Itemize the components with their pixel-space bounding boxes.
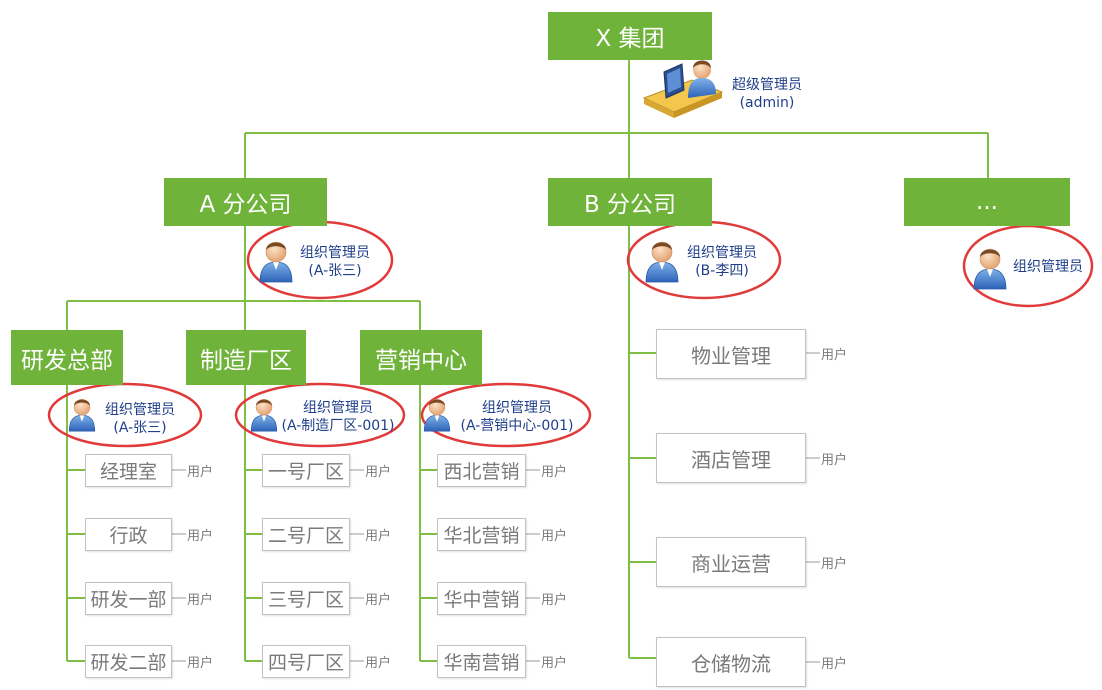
division-admin-marketing: 组织管理员 (A-营销中心-001)	[452, 399, 582, 435]
division-label: 研发总部	[21, 347, 113, 374]
super-admin-id: (admin)	[739, 95, 795, 111]
company-label: B 分公司	[583, 192, 677, 218]
admin-person-icon	[645, 241, 679, 283]
highlight-oval	[234, 382, 406, 448]
unit-label: 二号厂区	[267, 525, 344, 547]
unit-node[interactable]: 酒店管理	[656, 433, 806, 483]
unit-node[interactable]: 华南营销	[437, 645, 526, 678]
division-label: 制造厂区	[200, 347, 292, 374]
company-node-more[interactable]: ...	[904, 178, 1070, 226]
unit-node[interactable]: 物业管理	[656, 329, 806, 379]
admin-id: (A-张三)	[113, 420, 167, 436]
admin-title: 组织管理员	[1013, 259, 1083, 275]
company-node-a[interactable]: A 分公司	[164, 178, 327, 226]
root-node[interactable]: X 集团	[548, 12, 712, 60]
division-node-manufacturing[interactable]: 制造厂区	[186, 330, 306, 385]
company-admin-b: 组织管理员 (B-李四)	[682, 244, 762, 280]
user-label: 用户	[541, 465, 568, 480]
unit-label: 行政	[109, 525, 148, 547]
unit-node[interactable]: 华中营销	[437, 582, 526, 615]
user-label: 用户	[821, 348, 848, 363]
unit-label: 华南营销	[443, 652, 520, 674]
unit-label: 一号厂区	[267, 461, 344, 483]
unit-label: 经理室	[99, 461, 157, 483]
admin-title: 组织管理员	[105, 402, 175, 418]
highlight-oval	[47, 382, 203, 448]
user-label: 用户	[187, 656, 214, 671]
unit-node[interactable]: 西北营销	[437, 454, 526, 487]
company-label: A 分公司	[199, 192, 292, 218]
division-label: 营销中心	[375, 347, 467, 374]
admin-person-icon	[68, 398, 96, 432]
admin-person-icon	[973, 248, 1007, 290]
admin-title: 组织管理员	[300, 245, 370, 261]
desk-admin-icon	[642, 60, 724, 118]
unit-node[interactable]: 三号厂区	[262, 582, 350, 615]
company-admin-more: 组织管理员	[1008, 258, 1088, 276]
company-node-b[interactable]: B 分公司	[548, 178, 712, 226]
unit-node[interactable]: 四号厂区	[262, 645, 350, 678]
division-admin-rd: 组织管理员 (A-张三)	[100, 401, 180, 437]
unit-label: 仓储物流	[691, 651, 771, 676]
admin-person-icon	[259, 241, 293, 283]
admin-id: (A-制造厂区-001)	[281, 418, 395, 434]
unit-node[interactable]: 经理室	[85, 454, 172, 487]
unit-node[interactable]: 二号厂区	[262, 518, 350, 551]
unit-label: 三号厂区	[267, 589, 344, 611]
unit-label: 西北营销	[443, 461, 520, 483]
root-label: X 集团	[595, 26, 665, 52]
user-label: 用户	[187, 465, 214, 480]
unit-label: 酒店管理	[691, 447, 771, 472]
user-label: 用户	[187, 529, 214, 544]
unit-node[interactable]: 华北营销	[437, 518, 526, 551]
admin-title: 组织管理员	[303, 400, 373, 416]
highlight-oval	[420, 382, 592, 448]
highlight-oval	[962, 224, 1094, 308]
unit-node[interactable]: 研发二部	[85, 645, 172, 678]
super-admin-title: 超级管理员	[732, 77, 802, 93]
unit-label: 商业运营	[691, 551, 771, 576]
user-label: 用户	[541, 656, 568, 671]
unit-node[interactable]: 研发一部	[85, 582, 172, 615]
admin-id: (A-营销中心-001)	[460, 418, 574, 434]
user-label: 用户	[365, 529, 392, 544]
unit-label: 物业管理	[691, 343, 771, 368]
company-admin-a: 组织管理员 (A-张三)	[297, 244, 373, 280]
user-label: 用户	[821, 657, 848, 672]
admin-title: 组织管理员	[687, 245, 757, 261]
unit-label: 研发一部	[90, 589, 167, 611]
admin-person-icon	[250, 398, 278, 432]
unit-node[interactable]: 行政	[85, 518, 172, 551]
admin-title: 组织管理员	[482, 400, 552, 416]
user-label: 用户	[541, 529, 568, 544]
user-label: 用户	[821, 453, 848, 468]
unit-label: 研发二部	[90, 652, 167, 674]
admin-id: (A-张三)	[308, 263, 362, 279]
admin-id: (B-李四)	[695, 263, 749, 279]
unit-node[interactable]: 仓储物流	[656, 637, 806, 687]
user-label: 用户	[541, 593, 568, 608]
division-admin-manufacturing: 组织管理员 (A-制造厂区-001)	[276, 399, 400, 435]
unit-node[interactable]: 商业运营	[656, 537, 806, 587]
user-label: 用户	[821, 557, 848, 572]
user-label: 用户	[365, 465, 392, 480]
user-label: 用户	[187, 593, 214, 608]
division-node-marketing[interactable]: 营销中心	[360, 330, 482, 385]
unit-node[interactable]: 一号厂区	[262, 454, 350, 487]
user-label: 用户	[365, 593, 392, 608]
super-admin-label: 超级管理员 (admin)	[722, 76, 812, 112]
user-label: 用户	[365, 656, 392, 671]
unit-label: 四号厂区	[267, 652, 344, 674]
company-label: ...	[976, 189, 998, 215]
unit-label: 华中营销	[443, 589, 520, 611]
division-node-rd[interactable]: 研发总部	[11, 330, 123, 385]
unit-label: 华北营销	[443, 525, 520, 547]
